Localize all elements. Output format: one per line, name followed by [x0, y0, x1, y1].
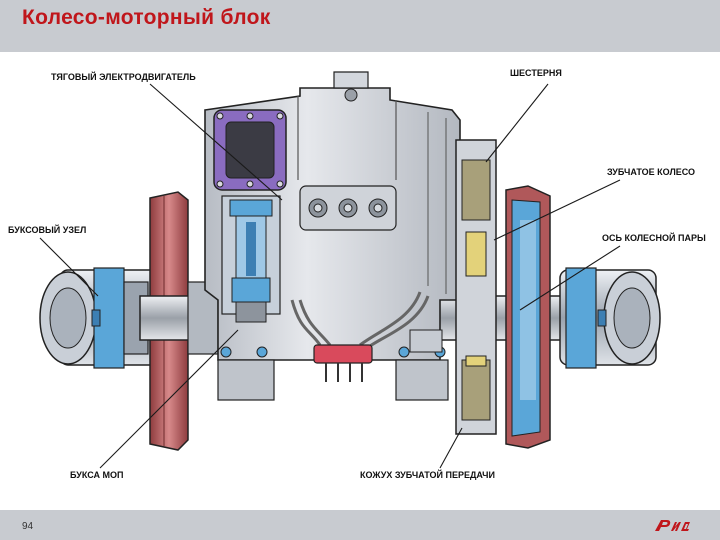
- gear-casing: [455, 139, 497, 435]
- title-bar: Колесо-моторный блок: [0, 0, 720, 52]
- label-wheelset-axle: ОСЬ КОЛЕСНОЙ ПАРЫ: [602, 233, 706, 243]
- mop-bearing-housing: [221, 195, 281, 323]
- left-axle-box: [39, 267, 161, 369]
- footer-bar: [0, 510, 720, 540]
- cable-harness: [290, 291, 430, 382]
- label-traction-motor: ТЯГОВЫЙ ЭЛЕКТРОДВИГАТЕЛЬ: [51, 72, 196, 82]
- leader-lines: [39, 83, 621, 469]
- ventilation-hatch: [213, 109, 287, 191]
- label-pinion: ШЕСТЕРНЯ: [510, 68, 562, 78]
- wheel-motor-unit-diagram: [39, 71, 661, 469]
- lower-supports: [217, 329, 449, 401]
- right-axle-box: [559, 267, 661, 369]
- page-number: 94: [22, 521, 34, 532]
- slide-title: Колесо-моторный блок: [22, 6, 271, 29]
- rzd-logo: [655, 520, 690, 531]
- label-gear-casing: КОЖУХ ЗУБЧАТОЙ ПЕРЕДАЧИ: [360, 470, 495, 480]
- label-axle-box: БУКСОВЫЙ УЗЕЛ: [8, 225, 87, 235]
- gear-wheel: [505, 185, 551, 449]
- label-mop-box: БУКСА МОП: [70, 470, 124, 480]
- label-gear-wheel: ЗУБЧАТОЕ КОЛЕСО: [607, 167, 696, 177]
